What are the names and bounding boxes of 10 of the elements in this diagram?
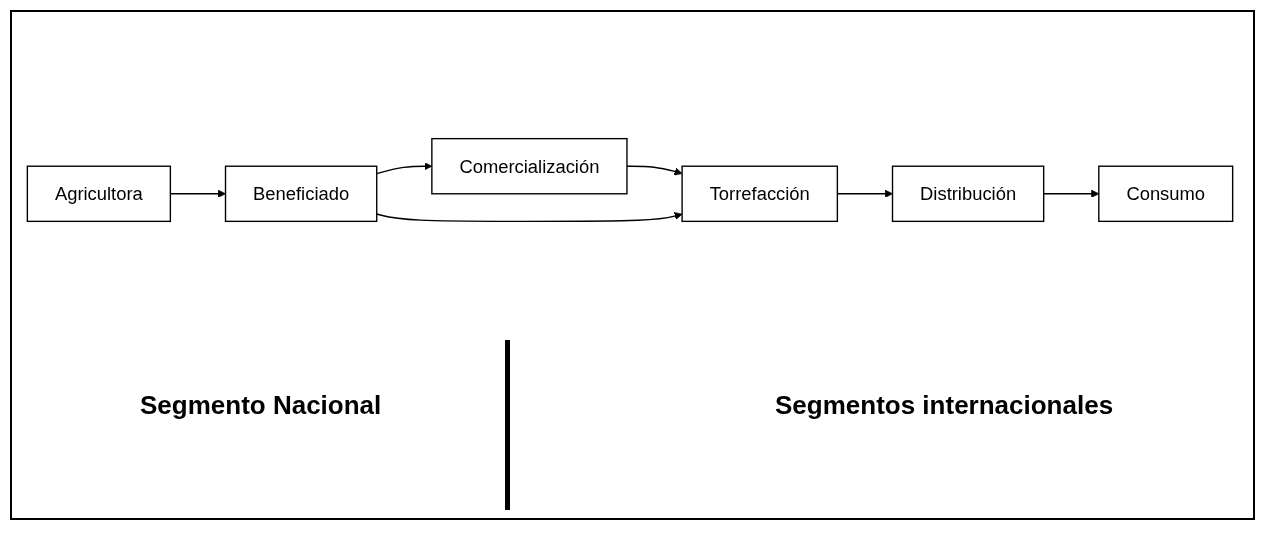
node-box: Distribución bbox=[891, 165, 1045, 223]
node-box: Beneficiado bbox=[224, 165, 378, 223]
node-box: Consumo bbox=[1098, 165, 1234, 223]
segment-label: Segmentos internacionales bbox=[775, 390, 1114, 421]
node-box: Torrefacción bbox=[681, 165, 839, 223]
segment-label: Segmento Nacional bbox=[140, 390, 382, 421]
arrow bbox=[626, 165, 683, 176]
node-box: Agricultora bbox=[26, 165, 172, 223]
arrow bbox=[376, 212, 683, 223]
node-box: Comercialización bbox=[431, 137, 628, 195]
